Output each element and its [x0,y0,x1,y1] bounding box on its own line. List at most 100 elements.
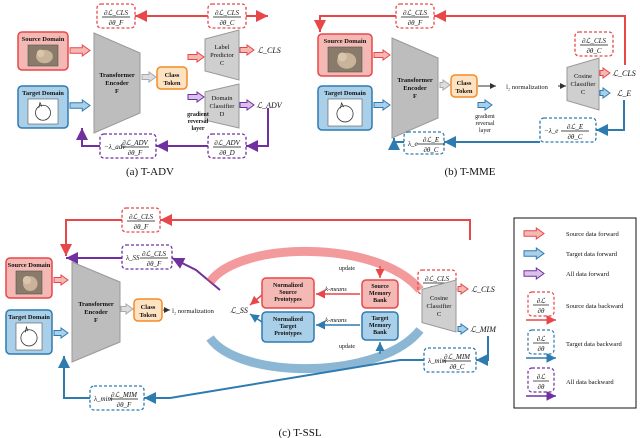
b-grad-e-theta-f-num: ∂ℒ_E [423,136,440,144]
legend-arrow-0 [523,227,545,240]
b-target-domain-label: Target Domain [324,90,366,97]
b-cosine-classifier-label-line: Cosine [574,73,592,80]
c-cos-mim-arrow [457,323,469,335]
legend-label-4: Target data backward [566,341,622,348]
b-grad-e-theta-f-lambda: λ_e [407,140,418,148]
legend-grad-num-2: ∂ℒ [537,373,546,381]
b-caption: (b) T-MME [444,166,495,178]
c-grad-mim-theta-c-num: ∂ℒ_MIM [444,353,471,361]
a-domain-classifier-label-line: Domain [212,95,234,102]
b-cos-e-arrow [599,87,611,99]
a-encoder-label-line: F [115,88,119,95]
a-label-loss-arrow [239,44,255,56]
a-encoder-label-line: Transformer [99,72,135,79]
c-cosine-classifier-label-line: Classifier [427,303,453,310]
legend-grad-box-2 [527,367,555,393]
b-encoder [391,37,439,139]
a-back-adv-arrow [246,108,269,152]
c-back-mim-arrow [476,336,489,366]
b-grad-e-theta-c-lambda: −λ_e [544,127,558,135]
c-back-mim-enc-arrow [58,356,90,399]
a-loss-cls: ℒ_CLS [257,46,281,55]
a-grl-line: gradient [187,112,209,118]
c-tgt-bank-label-line: Memory [369,323,391,329]
b-back-cls-arrow [434,10,626,65]
c-tgt-bank-label-line: Target [372,316,389,322]
a-encoder-label-line: Encoder [105,80,129,87]
c-src-prototypes [261,277,315,309]
b-cosine-classifier [566,57,600,111]
c-source-domain-cat-head [22,276,32,285]
a-domain-classifier-label-line: D [220,111,225,118]
a-grad-adv-theta-f-num: ∂ℒ_ADV [122,139,148,147]
legend-grad-den-1: ∂θ [538,345,545,353]
c-cosine-classifier [421,279,457,333]
a-label-predictor-label-line: Label [215,44,230,51]
c-l2norm: l₂ normalization [172,308,215,315]
b-source-domain-label: Source Domain [324,38,367,45]
a-grl-line: reversal [188,119,209,125]
b-target-domain-cat-outline [336,105,354,123]
b-grad-e-theta-c-num: ∂ℒ_E [567,123,584,131]
legend-label-0: Source data forward [566,231,619,238]
a-grad-cls-theta-f-num: ∂ℒ_CLS [104,9,129,17]
a-src-fwd-arrow [69,44,91,57]
c-grad-mim-theta-f-den: ∂θ_F [117,401,132,409]
c-loss-ss: ℒ_SS [230,306,248,315]
b-cosine-classifier-label-line: Classifier [571,81,597,88]
a-grad-adv-theta-d-den: ∂θ_D [219,149,234,157]
c-encoder-label-line: Transformer [78,301,114,308]
c-enc-token-arrow [120,303,134,315]
legend-grad-num-0: ∂ℒ [537,297,546,305]
c-src-bank-label-line: Memory [369,291,391,297]
b-grad-cls-theta-c [574,31,614,57]
legend-label-1: Target data forward [566,251,618,258]
c-tgt-kmeans: k-means [325,317,347,324]
legend-arrow-2 [523,267,545,280]
a-target-domain-label: Target Domain [22,90,64,97]
a-grad-adv-theta-f-den: ∂θ_F [128,149,143,157]
b-grad-cls-theta-c-num: ∂ℒ_CLS [582,37,607,45]
b-back-cls-enc-arrow [314,15,396,32]
c-tgt-fwd-arrow [53,327,69,339]
a-back-adv-enc-arrow [76,128,100,147]
b-target-domain-sketch [327,98,363,127]
b-class-token-label-line: Token [455,88,472,95]
a-class-token-label-line: Class [165,72,180,79]
b-tgt-fwd-arrow [373,99,391,111]
b-src-fwd-arrow [373,49,391,61]
b-encoder-label-line: Transformer [397,77,433,84]
c-src-kmeans: k-means [325,286,347,293]
b-grad-cls-theta-f-num: ∂ℒ_CLS [403,9,428,17]
c-src-bank-label-line: Bank [373,298,387,304]
c-cosine-classifier-label-line: Cosine [430,295,448,302]
c-target-domain-label: Target Domain [8,314,50,321]
b-loss-e: ℒ_E [617,89,632,98]
b-grad-cls-theta-c-den: ∂θ_C [586,47,601,55]
legend-arrow-1 [523,247,545,260]
b-encoder-label-line: Encoder [403,85,427,92]
c-tgt-bank-label-line: Bank [373,330,387,336]
a-grad-adv-theta-d-num: ∂ℒ_ADV [214,139,240,147]
c-back-cls-enc-arrow [60,219,122,256]
c-grad-ss-lambda: λ_SS [125,254,140,262]
c-encoder-label-line: F [94,317,98,324]
c-src-prototypes-label-line: Source [279,290,297,296]
a-source-domain-label: Source Domain [22,36,65,43]
b-enc-token-arrow [439,79,451,91]
b-encoder-label-line: F [413,93,417,100]
a-target-domain-cat-outline [35,104,51,121]
b-source-domain-cat-head [337,52,347,62]
b-grl-line: layer [479,128,491,134]
c-source-domain-label: Source Domain [8,262,51,269]
b-class-token-label-line: Class [457,80,472,87]
legend-grad-box-1 [527,329,555,355]
c-src-bank-label-line: Source [371,284,389,290]
a-label-predictor-label-line: C [220,60,224,67]
c-tgt-prototypes [261,311,315,343]
b-grl-arrow [477,99,493,111]
b-loss-cls: ℒ_CLS [612,69,636,78]
b-grad-cls-theta-f-den: ∂θ_F [408,19,423,27]
a-source-domain-cat-head [36,49,45,58]
